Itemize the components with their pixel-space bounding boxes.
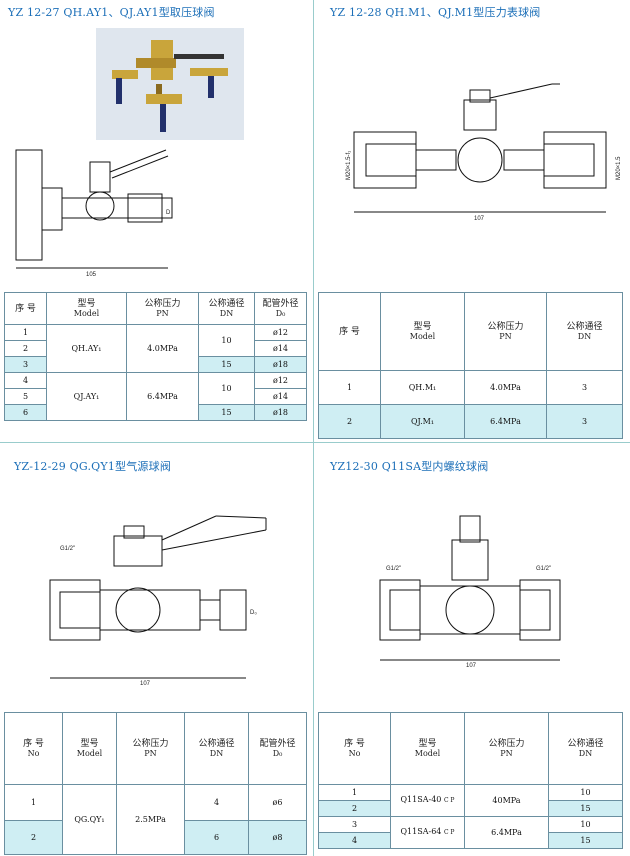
- panel-1-dim-width: 105: [86, 272, 97, 278]
- col-header-no: 序 号: [4, 292, 47, 325]
- row-dn: 10: [548, 816, 623, 833]
- product-photo-drawing: [96, 28, 244, 140]
- panel-1-title: YZ 12-27 QH.AY1、QJ.AY1型取压球阀: [8, 6, 215, 19]
- panel-4-title: YZ12-30 Q11SA型内螺纹球阀: [330, 460, 489, 473]
- row-no: 2: [318, 404, 381, 439]
- panel-2-dim-width: 107: [474, 216, 485, 222]
- row-pn: 4.0MPa: [464, 370, 547, 405]
- panel-3-title: YZ-12-29 QG.QY1型气源球阀: [14, 460, 172, 473]
- col-header-no: 序 号: [318, 292, 381, 371]
- panel-divider-vertical: [313, 0, 314, 856]
- row-model: QG.QY₁: [62, 784, 117, 855]
- row-d0: ø14: [254, 388, 307, 405]
- panel-3-dim-d: D₀: [250, 610, 257, 616]
- row-pn: 2.5MPa: [116, 784, 185, 855]
- panel-3-drawing: 107 G1/2" D₀: [49, 515, 267, 687]
- row-model: QJ.AY₁: [46, 372, 127, 421]
- row-dn: 15: [548, 800, 623, 817]
- row-no: 3: [4, 356, 47, 373]
- panel-1-dim-d: D: [166, 210, 171, 216]
- row-no: 3: [318, 816, 391, 833]
- row-pn: 4.0MPa: [126, 324, 199, 373]
- row-dn: 6: [184, 820, 249, 855]
- panel-1-drawing: 105 D: [15, 149, 173, 278]
- row-no: 4: [318, 832, 391, 849]
- row-d0: ø18: [254, 356, 307, 373]
- row-dn: 3: [546, 370, 623, 405]
- row-d0: ø12: [254, 324, 307, 341]
- row-no: 1: [4, 784, 63, 821]
- panel-divider-horizontal: [0, 442, 630, 443]
- row-no: 2: [4, 340, 47, 357]
- row-d0: ø8: [248, 820, 307, 855]
- product-photo: [96, 28, 244, 140]
- row-no: 4: [4, 372, 47, 389]
- row-pn: 6.4MPa: [464, 404, 547, 439]
- row-d0: ø6: [248, 784, 307, 821]
- row-no: 1: [318, 370, 381, 405]
- row-model: QH.M₁: [380, 370, 465, 405]
- row-pn: 6.4MPa: [464, 816, 549, 849]
- row-dn: 10: [198, 324, 255, 357]
- row-d0: ø18: [254, 404, 307, 421]
- row-model: QJ.M₁: [380, 404, 465, 439]
- panel-4-dim-width: 107: [466, 663, 477, 669]
- panel-4-dim-g-right: G1/2": [536, 566, 551, 572]
- row-pn: 6.4MPa: [126, 372, 199, 421]
- row-no: 1: [4, 324, 47, 341]
- row-dn: 10: [548, 784, 623, 801]
- row-d0: ø14: [254, 340, 307, 357]
- row-dn: 3: [546, 404, 623, 439]
- row-no: 1: [318, 784, 391, 801]
- panel-3-dim-g: G1/2": [60, 546, 75, 552]
- row-dn: 4: [184, 784, 249, 821]
- row-d0: ø12: [254, 372, 307, 389]
- panel-4-dim-g-left: G1/2": [386, 566, 401, 572]
- panel-2-drawing: 107 M20×1.5-f₁ M20×1.5: [346, 83, 622, 222]
- row-model: Q11SA-64 C P: [390, 816, 465, 849]
- row-no: 6: [4, 404, 47, 421]
- row-dn: 10: [198, 372, 255, 405]
- row-model: QH.AY₁: [46, 324, 127, 373]
- panel-2-dim-left: M20×1.5-f₁: [346, 151, 352, 180]
- row-dn: 15: [548, 832, 623, 849]
- row-no: 2: [4, 820, 63, 855]
- row-no: 5: [4, 388, 47, 405]
- row-pn: 40MPa: [464, 784, 549, 817]
- row-dn: 15: [198, 356, 255, 373]
- row-no: 2: [318, 800, 391, 817]
- panel-3-dim-width: 107: [140, 681, 151, 687]
- row-model: Q11SA-40 C P: [390, 784, 465, 817]
- panel-2-dim-right: M20×1.5: [616, 156, 622, 180]
- panel-2-title: YZ 12-28 QH.M1、QJ.M1型压力表球阀: [330, 6, 541, 19]
- panel-4-drawing: 107 G1/2" G1/2": [379, 515, 561, 669]
- row-dn: 15: [198, 404, 255, 421]
